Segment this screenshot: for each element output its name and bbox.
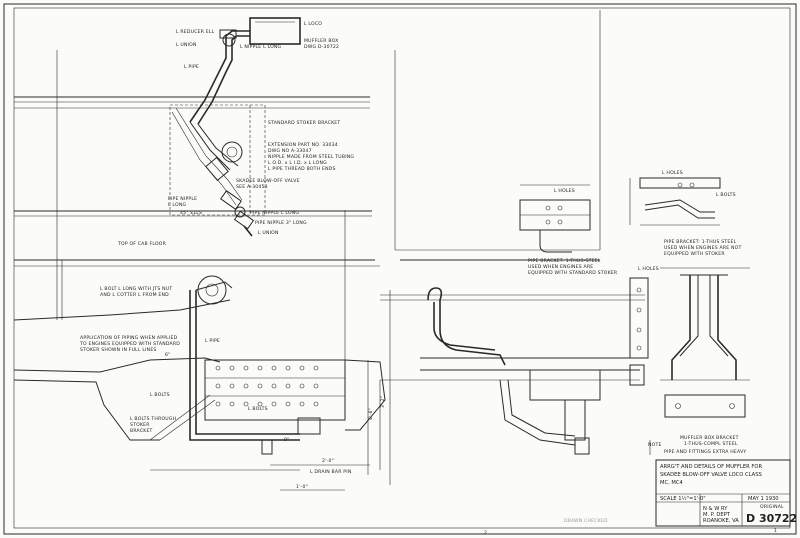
label-ells: 45° ELLS — [180, 210, 202, 216]
page-mark: 2 — [484, 530, 487, 536]
label-app2: TO ENGINES EQUIPPED WITH STANDARD — [79, 341, 180, 347]
title-small-label: ORIGINAL — [760, 504, 784, 510]
label-dim-2-0: 2'-0" — [322, 458, 334, 464]
label-top-cab-floor: TOP OF CAB FLOOR — [117, 241, 167, 247]
label-nipple-made2: L O.D. x L I.D. x L LONG — [268, 160, 327, 166]
label-nipple-made3: L PIPE THREAD BOTH ENDS — [268, 166, 336, 172]
label-ext-part2: DWG NO A-33047 — [268, 148, 312, 154]
label-app3: STOKER SHOWN IN FULL LINES — [80, 347, 157, 353]
label-pipe-nipple-mid2: PIPE NIPPLE 3" LONG — [255, 220, 307, 226]
stamp-text: DRAWN CHECKED — [564, 518, 608, 524]
label-bolt-note1: L BOLT L LONG WITH JTS NUT — [100, 286, 172, 292]
label-dim-1-0: 1'-0" — [296, 484, 308, 490]
label-dim-9: 9" — [284, 437, 289, 443]
title-date: MAY 1 1930 — [748, 496, 779, 502]
title-org1: N & W RY — [703, 506, 728, 512]
label-bracket-b1: PIPE BRACKET: 1-THUS STEEL — [664, 239, 737, 245]
label-app1: APPLICATION OF PIPING WHEN APPLIED — [80, 335, 178, 341]
label-pipe-nipple1: PIPE NIPPLE — [168, 196, 197, 202]
label-muffler-dwg: DWG D-30722 — [304, 44, 339, 50]
corner-mark: 1 — [774, 528, 777, 534]
label-note: NOTE — [648, 442, 662, 448]
label-bolts1: L BOLTS — [150, 392, 170, 398]
title-scale: SCALE 1½"=1'-0" — [660, 495, 706, 502]
title-block — [655, 459, 791, 527]
label-nipple-made1: NIPPLE MADE FROM STEEL TUBING — [268, 154, 354, 160]
title-org3: ROANOKE, VA — [703, 518, 739, 524]
label-pipe-top: L PIPE — [184, 64, 199, 70]
label-holes-a: L HOLES — [554, 188, 575, 194]
label-nipple-long: L NIPPLE L LONG — [240, 44, 282, 50]
label-union-mid: L UNION — [258, 230, 279, 236]
label-pipe-nipple-mid: PIPE NIPPLE L LONG — [250, 210, 299, 216]
label-bracket-b2: USED WHEN ENGINES ARE NOT — [664, 245, 742, 251]
label-bracket-a1: PIPE BRACKET: 1-THUS-STEEL — [528, 258, 601, 264]
label-bolts-mid: L BOLTS — [248, 406, 268, 412]
label-dim-6: 6" — [165, 352, 170, 358]
label-pipe-mid: L PIPE — [205, 338, 220, 344]
label-pipe-nipple2: L LONG — [168, 202, 186, 208]
label-bolts3: STOKER — [130, 422, 150, 428]
label-l-loco: L LOCO — [304, 21, 322, 27]
label-muffler-bracket2: 1-THUS-COMPL STEEL — [684, 441, 738, 447]
label-holes-c: L HOLES — [638, 266, 659, 272]
label-skadee1: SKADEE BLOW-OFF VALVE — [236, 178, 300, 184]
arrangement-view — [13, 17, 396, 491]
label-bolts4: BRACKET — [130, 428, 153, 434]
label-skadee2: SEE A-30453 — [236, 184, 268, 190]
label-bracket-a3: EQUIPPED WITH STANDARD STOKER — [528, 270, 618, 276]
label-bolts2: L BOLTS THROUGH — [130, 416, 176, 422]
sheet-border — [3, 3, 797, 535]
label-reducer: L REDUCER ELL — [176, 29, 215, 35]
label-holes-b: L HOLES — [662, 170, 683, 176]
label-stoker-bracket: STANDARD STOKER BRACKET — [268, 120, 340, 126]
muffler-box-bracket — [629, 267, 750, 418]
sheet-inner-border — [13, 7, 791, 529]
bracket-detail-b — [629, 177, 721, 226]
label-bracket-b3: EQUIPPED WITH STOKER — [664, 251, 725, 257]
label-dim-4-6: 4'-6" — [368, 408, 374, 420]
label-union-top: L UNION — [176, 42, 197, 48]
label-bracket-a2: USED WHEN ENGINES ARE — [528, 264, 593, 270]
drawing-number: D 30722 — [746, 512, 797, 525]
label-drain: L DRAIN BAR PIN — [310, 469, 351, 475]
title-line2: SKADEE BLOW-OFF VALVE LOCO CLASS — [660, 472, 762, 478]
bracket-detail-a — [519, 184, 591, 253]
bracket-holes — [215, 365, 319, 407]
label-dim-3-2: 3'-2" — [380, 396, 386, 408]
label-muffler-box: MUFFLER BOX — [304, 38, 338, 44]
side-view — [380, 10, 651, 455]
title-line1: ARRG'T AND DETAILS OF MUFFLER FOR — [660, 464, 762, 470]
title-line3: MC, MC4 — [660, 480, 683, 486]
label-bolt-note2: AND L COTTER L FROM END — [100, 292, 169, 298]
title-org2: M. P. DEPT — [703, 512, 731, 518]
label-muffler-bracket1: MUFFLER BOX BRACKET — [680, 435, 739, 441]
label-bolts-right: L BOLTS — [716, 192, 736, 198]
label-pipe-fittings: PIPE AND FITTINGS EXTRA HEAVY — [664, 449, 746, 455]
label-ext-part1: EXTENSION PART NO. 33034 — [268, 142, 338, 148]
